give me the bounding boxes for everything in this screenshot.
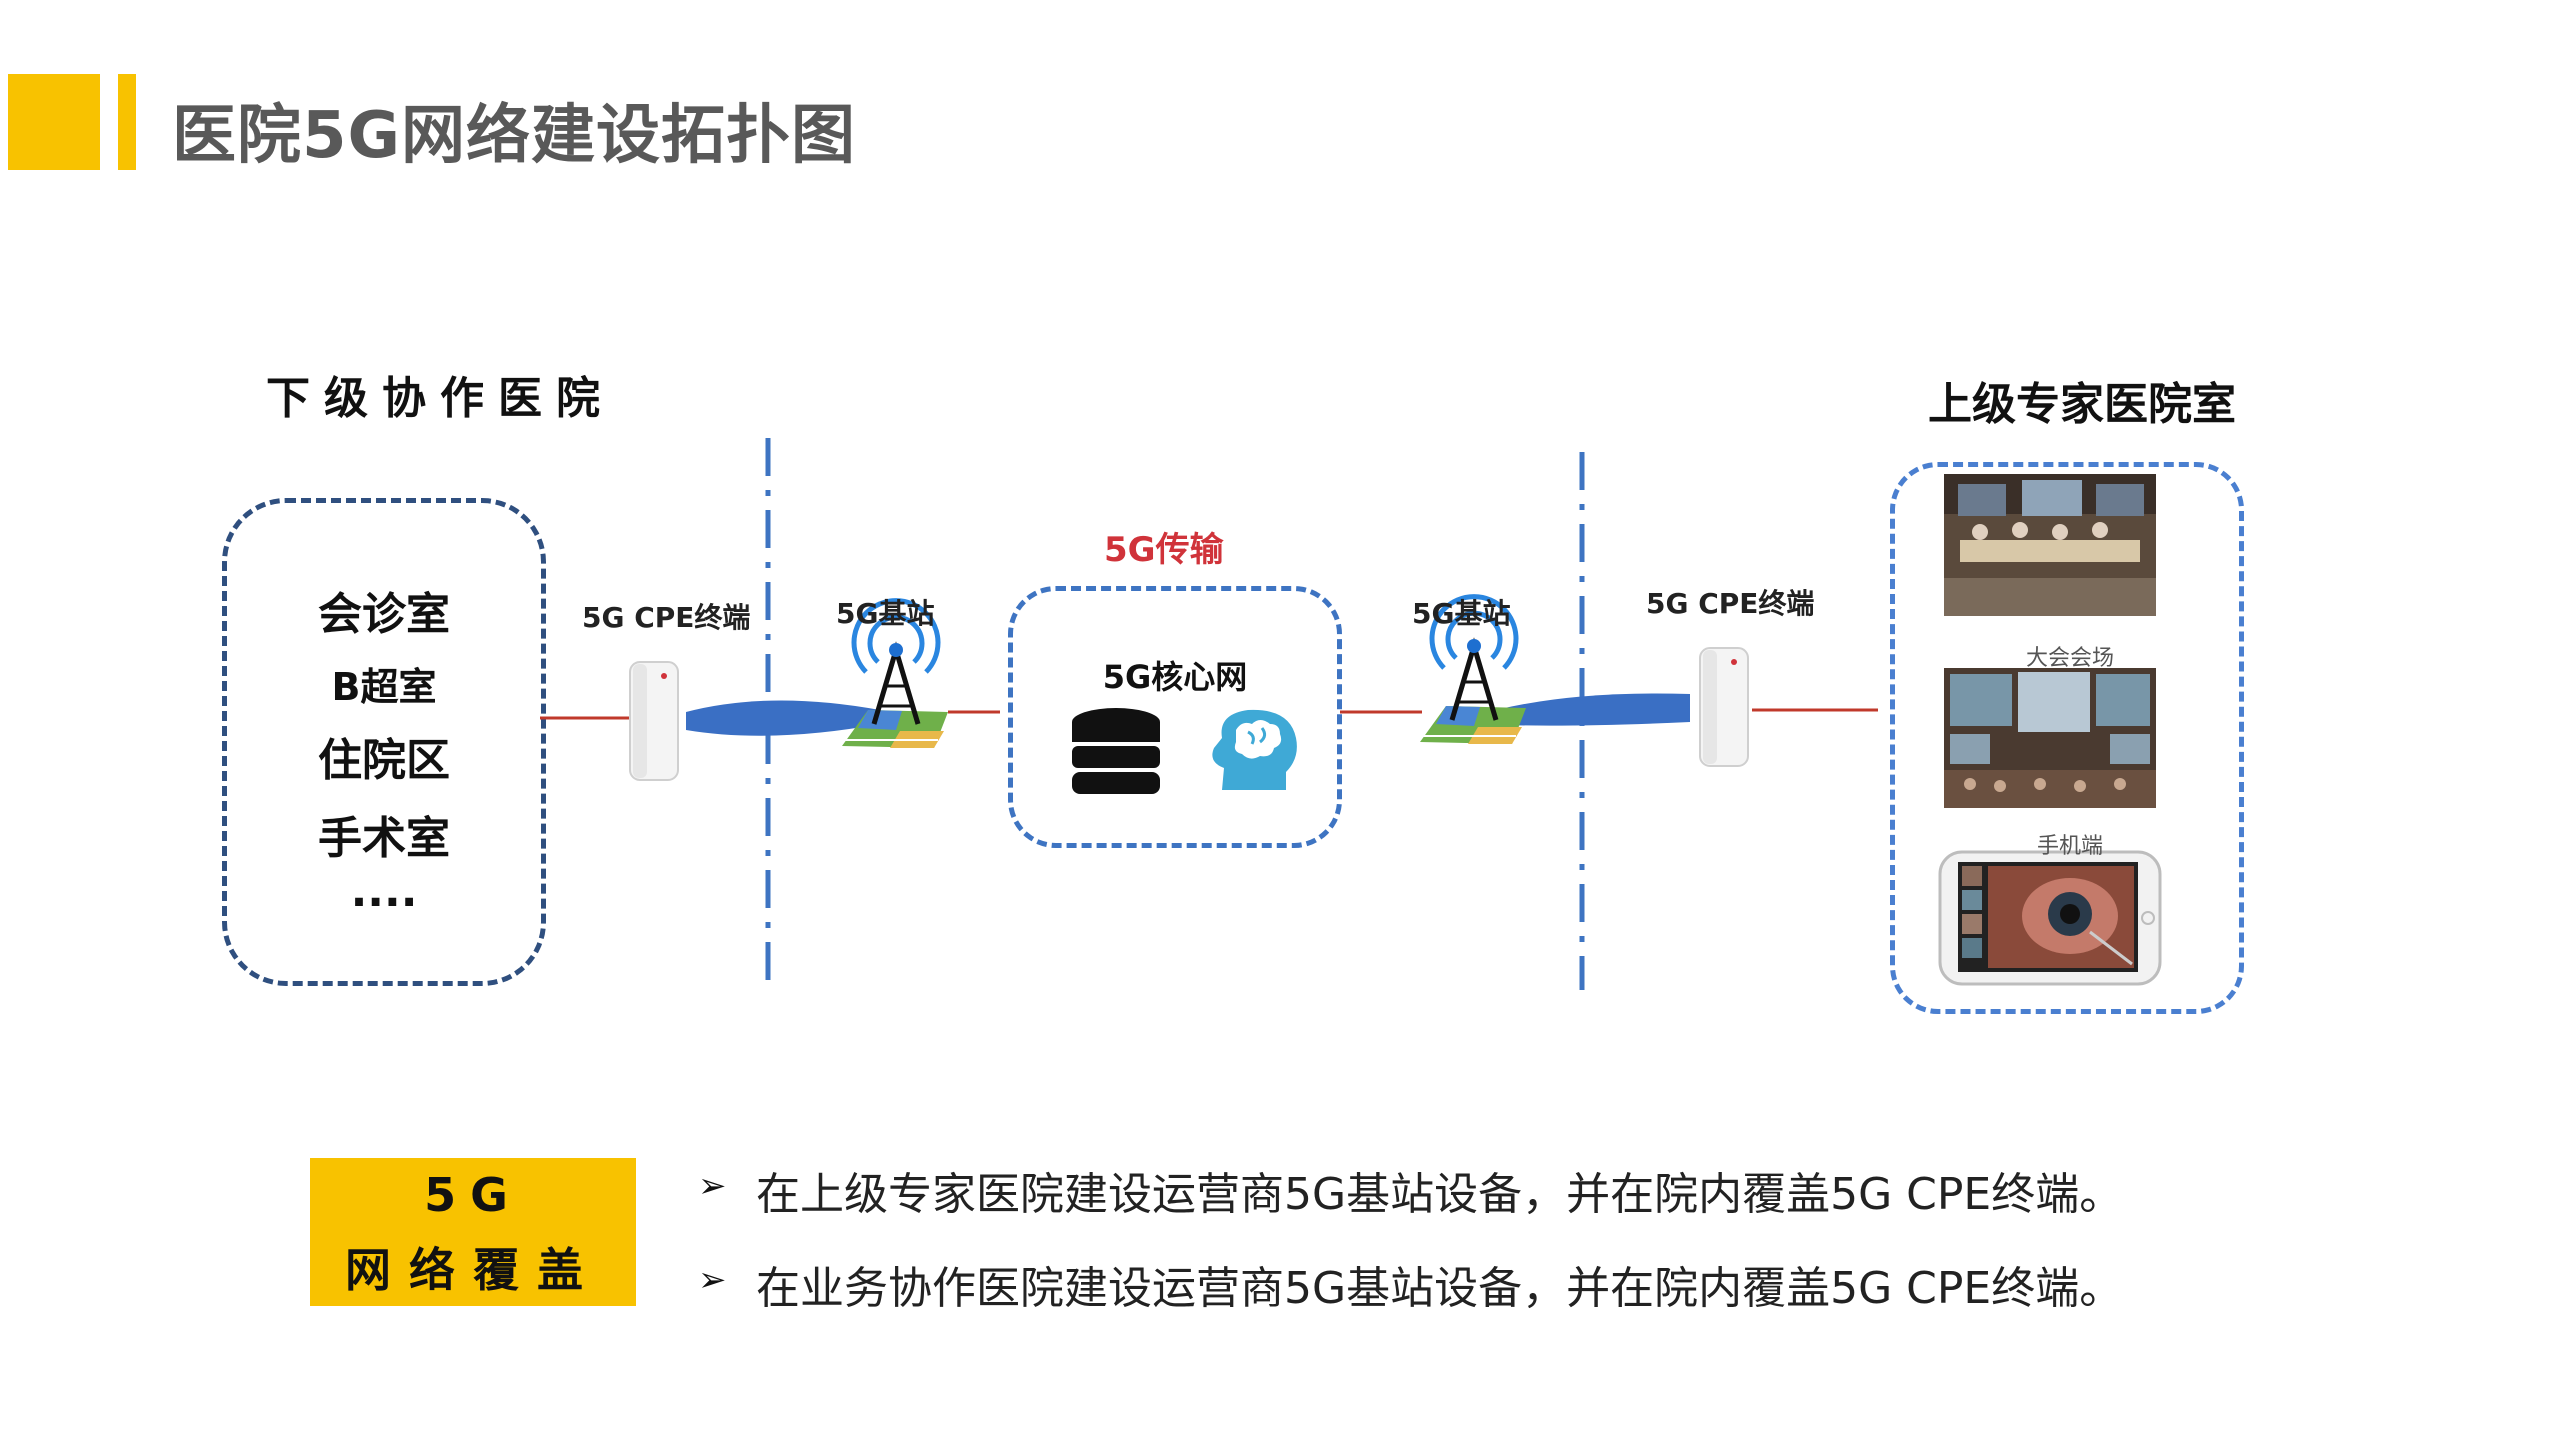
bullet-arrow-icon: ➢ <box>698 1260 727 1300</box>
summary-badge-line2: 网络覆盖 <box>345 1243 601 1297</box>
upper-hospital-box <box>1890 462 2244 1014</box>
upper-hospital-title: 上级专家医院室 <box>1928 379 2236 430</box>
mobile-phone-photo <box>1938 850 2162 986</box>
base-station-icon <box>1420 594 1526 744</box>
room-item: 住院区 <box>318 735 450 786</box>
transmission-label: 5G传输 <box>1104 530 1224 570</box>
database-icon <box>1072 708 1160 794</box>
room-item: .... <box>350 866 418 917</box>
cpe-device-icon <box>1699 647 1749 767</box>
signal-beam-left <box>686 700 880 736</box>
conference-hall-caption: 大会会场 <box>2025 646 2114 671</box>
room-item: 手术室 <box>318 813 450 864</box>
base-station-right-label: 5G基站 <box>1412 597 1511 630</box>
summary-badge-line1: 5G <box>424 1168 522 1222</box>
base-station-icon <box>842 598 948 748</box>
room-item: 会诊室 <box>318 589 450 640</box>
core-network-box <box>1008 586 1342 848</box>
conference-hall-photo <box>1944 668 2156 808</box>
bullet-text: 在业务协作医院建设运营商5G基站设备，并在院内覆盖5G CPE终端。 <box>756 1263 2124 1314</box>
video-conference-photo <box>1944 474 2156 616</box>
core-network-label: 5G核心网 <box>1102 658 1248 696</box>
bullet-arrow-icon: ➢ <box>698 1166 727 1206</box>
brain-head-icon <box>1212 709 1297 790</box>
mobile-caption: 手机端 <box>2036 834 2103 859</box>
summary-badge <box>310 1158 636 1306</box>
title-accent-bar <box>118 74 136 170</box>
title-accent-block <box>8 74 100 170</box>
cpe-left-label: 5G CPE终端 <box>582 601 751 634</box>
lower-hospital-box <box>222 498 546 986</box>
base-station-left-label: 5G基站 <box>836 597 935 630</box>
bullet-text: 在上级专家医院建设运营商5G基站设备，并在院内覆盖5G CPE终端。 <box>756 1169 2124 1220</box>
page-title: 医院5G网络建设拓扑图 <box>172 99 857 173</box>
lower-hospital-title: 下级协作医院 <box>266 373 614 424</box>
cpe-device-icon <box>629 661 679 781</box>
signal-beam-right <box>1474 693 1690 726</box>
cpe-right-label: 5G CPE终端 <box>1646 587 1815 620</box>
room-item: B超室 <box>331 665 437 709</box>
